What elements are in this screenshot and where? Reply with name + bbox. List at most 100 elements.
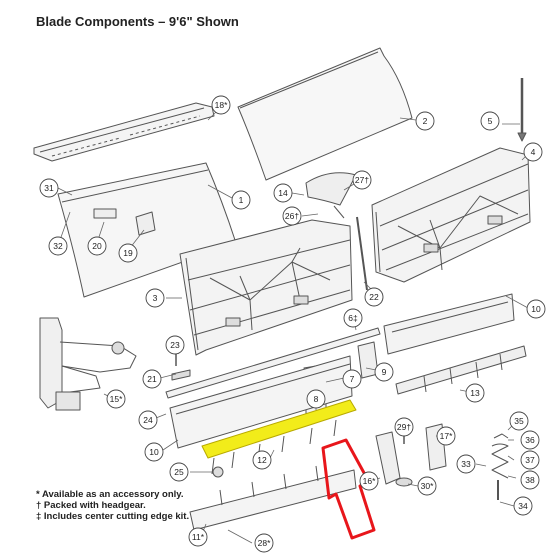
- callout-20: 20: [87, 236, 107, 256]
- callout-36: 36: [520, 430, 540, 450]
- svg-text:5: 5: [488, 116, 493, 126]
- callout-11: 11*: [188, 527, 208, 547]
- svg-text:14: 14: [278, 188, 288, 198]
- blade-frame-left: [179, 219, 353, 356]
- svg-text:7: 7: [350, 374, 355, 384]
- callout-9: 9: [374, 362, 394, 382]
- callout-10-right: 10: [526, 299, 546, 319]
- svg-text:1: 1: [239, 195, 244, 205]
- moldboard-sheet-front: [57, 162, 237, 298]
- svg-text:31: 31: [44, 183, 54, 193]
- headgear-assembly: [39, 317, 137, 411]
- red-arrow-icon: [321, 438, 376, 540]
- svg-text:36: 36: [525, 435, 535, 445]
- svg-text:38: 38: [525, 475, 535, 485]
- long-bolt: [356, 216, 368, 291]
- deflector-bracket: [305, 172, 357, 219]
- center-cutting-edge-bar: [165, 327, 381, 399]
- svg-text:3: 3: [153, 293, 158, 303]
- svg-text:21: 21: [147, 374, 157, 384]
- callout-10-left: 10: [144, 442, 164, 462]
- svg-text:16*: 16*: [363, 476, 376, 486]
- svg-text:29†: 29†: [397, 422, 411, 432]
- diagram-title: Blade Components – 9'6" Shown: [36, 14, 239, 29]
- bottom-wear-edge: [189, 465, 357, 531]
- callout-32: 32: [48, 236, 68, 256]
- svg-text:8: 8: [314, 394, 319, 404]
- callout-25: 25: [169, 462, 189, 482]
- callout-markers: 18* 2 5 4 1 31 32 20 19 14 27† 26† 22 3 …: [39, 95, 546, 553]
- callout-14: 14: [273, 183, 293, 203]
- svg-text:27†: 27†: [355, 175, 369, 185]
- callout-33: 33: [456, 454, 476, 474]
- svg-text:13: 13: [470, 388, 480, 398]
- callout-35: 35: [509, 411, 529, 431]
- callout-22: 22: [364, 287, 384, 307]
- callout-24: 24: [138, 410, 158, 430]
- shoe-bracket-16: [375, 431, 401, 485]
- callout-34: 34: [513, 496, 533, 516]
- shoe-washer-30: [395, 477, 413, 487]
- callout-23: 23: [165, 335, 185, 355]
- svg-text:35: 35: [514, 416, 524, 426]
- svg-text:9: 9: [382, 367, 387, 377]
- callout-15: 15*: [106, 389, 126, 409]
- svg-text:12: 12: [257, 455, 267, 465]
- svg-text:11*: 11*: [192, 532, 205, 542]
- svg-text:10: 10: [531, 304, 541, 314]
- footnotes: * Available as an accessory only. † Pack…: [36, 489, 189, 522]
- callout-28: 28*: [254, 533, 274, 553]
- svg-text:24: 24: [143, 415, 153, 425]
- footnote-headgear: † Packed with headgear.: [36, 500, 146, 511]
- callout-30: 30*: [417, 476, 437, 496]
- washer: [212, 466, 224, 478]
- svg-text:4: 4: [531, 147, 536, 157]
- callout-29: 29†: [394, 417, 414, 437]
- callout-19: 19: [118, 243, 138, 263]
- callout-26: 26†: [282, 206, 302, 226]
- footnote-accessory: * Available as an accessory only.: [36, 489, 184, 500]
- blade-frame-right: [371, 147, 531, 283]
- callout-6: 6‡: [343, 308, 363, 328]
- top-rubber-strip: [33, 102, 215, 162]
- svg-text:37: 37: [525, 455, 535, 465]
- callout-8: 8: [306, 389, 326, 409]
- svg-text:10: 10: [149, 447, 159, 457]
- callout-1: 1: [231, 190, 251, 210]
- svg-text:26†: 26†: [285, 211, 299, 221]
- footnote-cutting-edge: ‡ Includes center cutting edge kit.: [36, 511, 190, 522]
- callout-5: 5: [480, 111, 500, 131]
- callout-21: 21: [142, 369, 162, 389]
- bolted-edge-right: [395, 345, 527, 395]
- svg-text:30*: 30*: [421, 481, 434, 491]
- svg-text:19: 19: [123, 248, 133, 258]
- cutting-edge-left: [169, 355, 353, 449]
- blade-guide-rod: [517, 78, 527, 142]
- callout-16: 16*: [359, 471, 379, 491]
- callout-3: 3: [145, 288, 165, 308]
- svg-text:20: 20: [92, 241, 102, 251]
- moldboard-sheet-upper: [237, 47, 413, 181]
- cutting-edge-right: [383, 293, 515, 355]
- callout-37: 37: [520, 450, 540, 470]
- svg-text:6‡: 6‡: [348, 313, 358, 323]
- callout-13: 13: [465, 383, 485, 403]
- svg-text:28*: 28*: [258, 538, 271, 548]
- callout-4: 4: [523, 142, 543, 162]
- svg-text:33: 33: [461, 459, 471, 469]
- svg-text:34: 34: [518, 501, 528, 511]
- svg-text:22: 22: [369, 292, 379, 302]
- callout-17: 17*: [436, 426, 456, 446]
- callout-38: 38: [520, 470, 540, 490]
- svg-text:18*: 18*: [215, 100, 228, 110]
- compression-spring: [491, 433, 509, 500]
- callout-7: 7: [342, 369, 362, 389]
- svg-text:17*: 17*: [440, 431, 453, 441]
- callout-27: 27†: [352, 170, 372, 190]
- callout-2: 2: [415, 111, 435, 131]
- svg-text:23: 23: [170, 340, 180, 350]
- callout-18: 18*: [211, 95, 231, 115]
- svg-text:15*: 15*: [110, 394, 123, 404]
- callout-12: 12: [252, 450, 272, 470]
